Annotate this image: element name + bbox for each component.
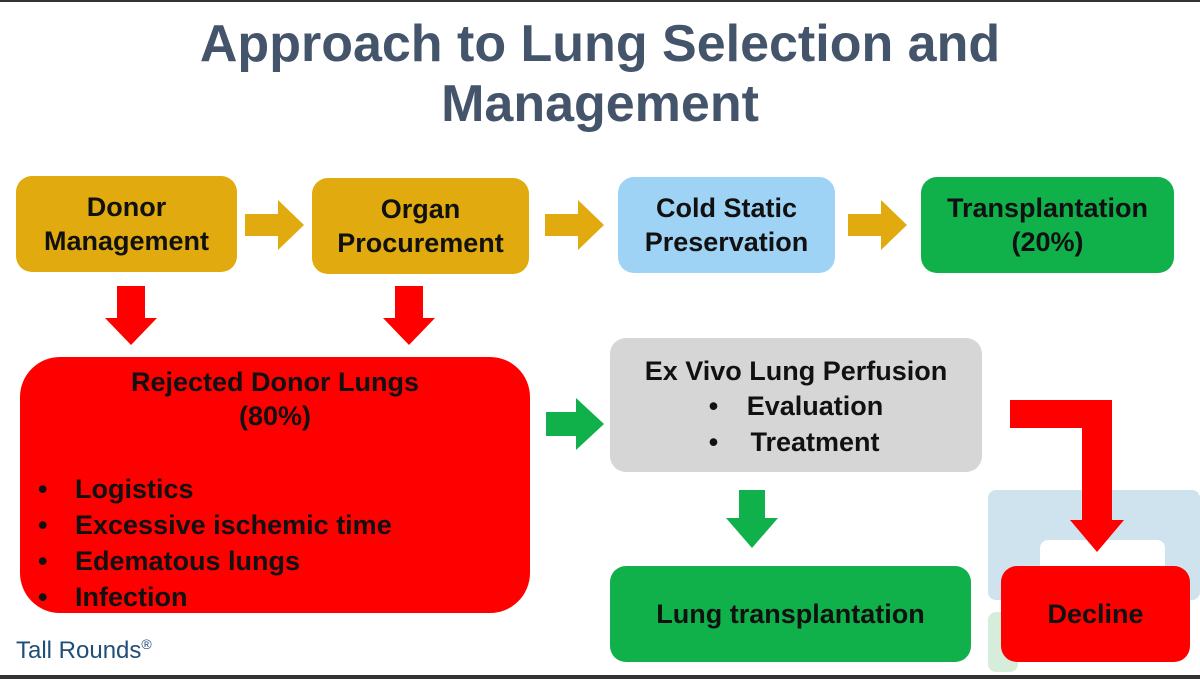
rejected-title: Rejected Donor Lungs: [130, 367, 420, 397]
transplantation-box: Transplantation (20%): [921, 177, 1174, 273]
donor-line-1: Donor: [86, 192, 167, 222]
cold-line-1: Cold Static: [655, 193, 797, 223]
rejection-reasons-list: Logistics Excessive ischemic time Edemat…: [20, 471, 530, 615]
lung-transplantation-box: Lung transplantation: [610, 566, 971, 662]
arrow-right-cold-to-transplant: [848, 200, 907, 250]
rejected-donor-lungs-box: Rejected Donor Lungs (80%) Logistics Exc…: [20, 357, 530, 615]
lung-tx-label: Lung transplantation: [656, 599, 925, 629]
ex-vivo-lung-perfusion-box: Ex Vivo Lung Perfusion Evaluation Treatm…: [610, 338, 982, 472]
cold-line-2: Preservation: [644, 227, 809, 257]
evlp-step: Treatment: [709, 424, 884, 460]
top-border: [0, 0, 1200, 2]
evlp-steps-list: Evaluation Treatment: [709, 388, 884, 460]
procurement-line-1: Organ: [380, 194, 461, 224]
bottom-border: [0, 675, 1200, 679]
decline-label: Decline: [1047, 599, 1144, 629]
arrow-down-donor-to-rejected: [105, 286, 157, 345]
slide-title: Approach to Lung Selection and Managemen…: [0, 14, 1200, 134]
registered-mark: ®: [141, 636, 152, 652]
tall-rounds-logo: Tall Rounds®: [16, 636, 152, 665]
rejection-reason: Excessive ischemic time: [20, 507, 530, 543]
arrow-down-evlp-to-lung-tx: [726, 490, 778, 548]
rejected-percent: (80%): [238, 401, 312, 431]
donor-line-2: Management: [43, 226, 210, 256]
transplantation-line-1: Transplantation: [946, 193, 1149, 223]
title-line-1: Approach to Lung Selection and: [199, 15, 1001, 73]
rejection-reason: Logistics: [20, 471, 530, 507]
arrow-right-procurement-to-cold: [545, 200, 604, 250]
decline-box: Decline: [1001, 566, 1190, 662]
organ-procurement-box: Organ Procurement: [312, 178, 529, 274]
donor-management-box: Donor Management: [16, 176, 237, 272]
footer-brand: Tall Rounds: [16, 637, 142, 664]
arrow-down-procurement-to-rejected: [383, 286, 435, 345]
evlp-step: Evaluation: [709, 388, 884, 424]
rejection-reason: Infection: [20, 579, 530, 615]
arrow-right-donor-to-procurement: [245, 200, 304, 250]
cold-static-preservation-box: Cold Static Preservation: [618, 177, 835, 273]
procurement-line-2: Procurement: [337, 228, 504, 258]
rejection-reason: Edematous lungs: [20, 543, 530, 579]
arrow-elbow-evlp-to-decline: [1010, 400, 1124, 552]
title-line-2: Management: [441, 75, 759, 133]
transplantation-line-2: (20%): [1011, 227, 1084, 257]
arrow-right-rejected-to-evlp: [546, 398, 604, 450]
evlp-title: Ex Vivo Lung Perfusion: [644, 356, 948, 386]
